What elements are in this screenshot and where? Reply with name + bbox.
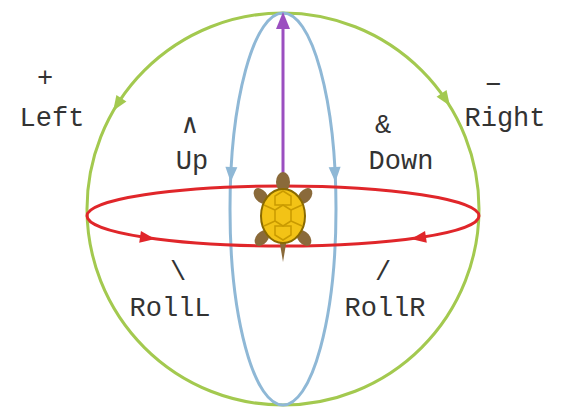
command-symbol: \ <box>170 259 186 289</box>
command-symbol: / <box>375 259 391 289</box>
turtle <box>251 172 316 262</box>
command-name: RollR <box>344 295 425 325</box>
command-symbol: & <box>375 112 391 142</box>
command-symbol: − <box>485 72 501 102</box>
command-name: Down <box>369 148 434 178</box>
pitch-ellipse <box>230 13 336 405</box>
command-name: RollL <box>129 295 210 325</box>
arrowhead <box>329 167 342 183</box>
arrowhead <box>410 231 427 245</box>
arrowhead <box>437 90 455 109</box>
roll-ellipse <box>87 186 479 246</box>
arrowhead <box>225 167 238 183</box>
command-name: Left <box>20 105 85 135</box>
command-name: Right <box>464 105 545 135</box>
command-symbol: ∧ <box>182 112 198 142</box>
yaw-circle <box>87 13 479 405</box>
arrowhead <box>139 231 156 245</box>
command-name: Up <box>176 148 208 178</box>
arrowhead <box>108 95 126 114</box>
heading-arrow <box>282 26 285 195</box>
arrowhead <box>276 12 290 29</box>
command-symbol: + <box>37 65 53 95</box>
